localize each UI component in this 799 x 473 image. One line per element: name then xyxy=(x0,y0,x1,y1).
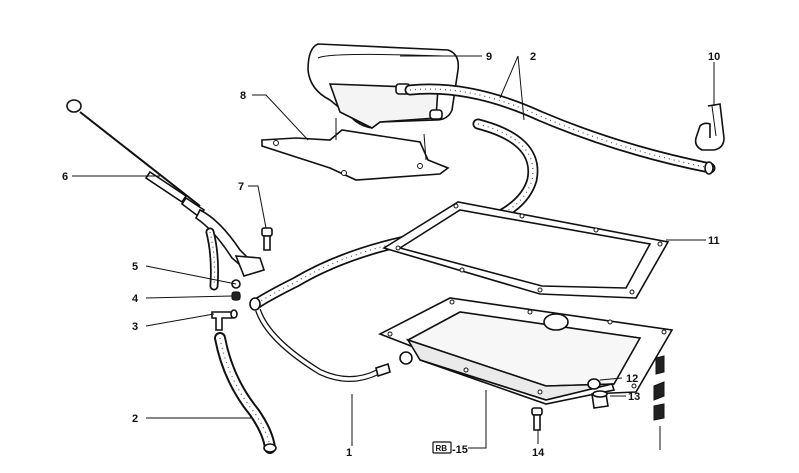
hose-clip xyxy=(694,103,725,151)
leader-lines xyxy=(72,55,715,449)
callout-12: 12 xyxy=(626,373,638,385)
reference-badge: RB xyxy=(432,441,452,454)
callout-6: 6 xyxy=(62,171,68,183)
callout-9: 9 xyxy=(486,51,492,63)
oil-tank xyxy=(307,43,460,129)
t-connector xyxy=(211,309,238,331)
oil-pan-gasket xyxy=(382,201,670,299)
badge-text: RB xyxy=(436,444,448,453)
callout-5: 5 xyxy=(132,261,138,273)
hose-lower xyxy=(214,332,277,454)
callout-3: 3 xyxy=(132,321,138,333)
edge-fragments xyxy=(653,355,665,450)
dipstick-tube xyxy=(194,208,266,291)
callout-13: 13 xyxy=(628,391,640,403)
bolt-7 xyxy=(261,227,273,251)
mounting-bracket xyxy=(261,118,450,181)
callout-2-upper: 2 xyxy=(530,51,536,63)
callout-11: 11 xyxy=(708,235,720,247)
hose-upper xyxy=(404,83,716,175)
callout-15: -15 xyxy=(452,444,468,456)
drain-plug xyxy=(591,390,609,409)
callout-10: 10 xyxy=(708,51,720,63)
return-pipe xyxy=(255,308,413,382)
dipstick xyxy=(66,99,206,218)
callout-4: 4 xyxy=(132,293,139,305)
callout-8: 8 xyxy=(240,90,246,102)
callout-14: 14 xyxy=(532,447,545,459)
callout-1: 1 xyxy=(346,447,352,459)
oil-pan xyxy=(378,297,674,405)
callout-7: 7 xyxy=(238,181,244,193)
callout-2-lower: 2 xyxy=(132,413,138,425)
bolt-14 xyxy=(531,407,543,431)
drain-washer xyxy=(587,378,601,390)
